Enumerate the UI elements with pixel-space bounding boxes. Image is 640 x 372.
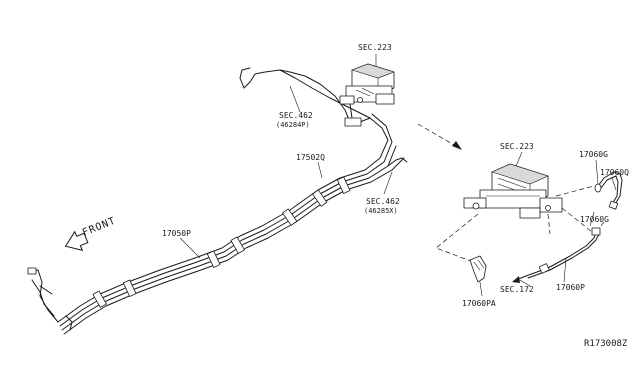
label-front: FRONT bbox=[81, 215, 118, 238]
label-sec462-b: SEC.462 bbox=[366, 197, 400, 206]
label-17060pa: 17060PA bbox=[462, 299, 496, 308]
brake-line-right bbox=[387, 157, 408, 167]
label-17050p: 17050P bbox=[162, 229, 191, 238]
brake-line-upper bbox=[239, 67, 351, 123]
front-arrow bbox=[64, 230, 89, 251]
detail-arrow bbox=[417, 123, 462, 150]
leader-lines bbox=[179, 54, 617, 287]
canister-right bbox=[463, 163, 563, 219]
label-sec462-a-ref: (46284P) bbox=[276, 121, 310, 129]
label-diagram-id: R173008Z bbox=[584, 339, 628, 349]
label-sec462-a: SEC.462 bbox=[279, 111, 313, 120]
connector-17060pa bbox=[469, 255, 487, 297]
label-sec223-top: SEC.223 bbox=[358, 43, 392, 52]
line-17060p bbox=[512, 227, 601, 283]
fuel-line-bundle bbox=[27, 69, 405, 335]
label-sec223-right: SEC.223 bbox=[500, 142, 534, 151]
label-17060p: 17060P bbox=[556, 283, 585, 292]
label-17060q: 17060Q bbox=[600, 168, 629, 177]
canister-top bbox=[339, 63, 395, 127]
label-17502q: 17502Q bbox=[296, 153, 325, 162]
label-17060g-bottom: 17060G bbox=[580, 215, 609, 224]
label-sec172: SEC.172 bbox=[500, 285, 534, 294]
label-17060g-top: 17060G bbox=[579, 150, 608, 159]
label-sec462-b-ref: (46285X) bbox=[364, 207, 398, 215]
hose-17060q bbox=[594, 171, 623, 210]
